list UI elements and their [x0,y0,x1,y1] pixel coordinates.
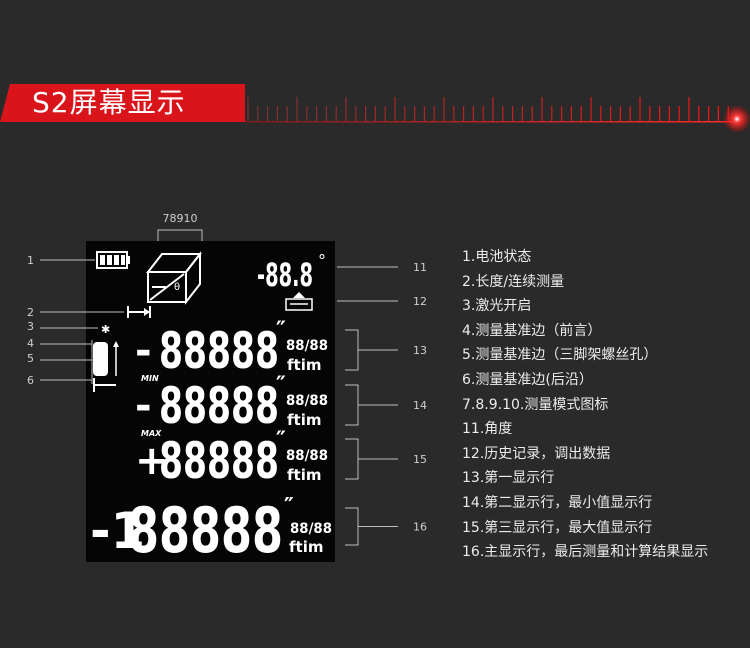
svg-text:θ: θ [174,282,180,293]
callout-bracket [345,438,359,480]
callout-bracket [345,507,359,546]
legend-item: 14.第二显示行，最小值显示行 [462,494,653,511]
callout-number: 13 [413,344,427,357]
length-icon [127,306,151,318]
legend-item: 3.激光开启 [462,298,532,315]
legend-item: 2.长度/连续测量 [462,273,565,290]
inch-mark-icon: ″ [276,428,286,453]
legend-item: 11.角度 [462,421,513,438]
row-digits: 88888 [128,494,283,567]
row-sign: + [135,438,169,484]
left-callout: 3 [27,320,98,333]
legend-item: 4.测量基准边（前言） [462,322,602,339]
ruler-ticks [247,97,729,121]
callout-number: 3 [27,320,34,333]
right-callout: 13 [345,329,427,371]
callout-number: 12 [413,295,427,308]
row-sign: -1 [90,502,145,560]
battery-icon [96,251,130,269]
row-small-digits: 88/88 [286,393,328,409]
legend-item: 16.主显示行，最后测量和计算结果显示 [462,544,709,561]
row-tag: MIN [141,374,159,383]
callout-number: 16 [413,521,427,534]
left-callout: 5 [27,352,92,365]
callout-number: 2 [27,306,34,319]
row-small-digits: 88/88 [286,338,328,354]
left-callout: 2 [27,306,124,319]
row-digits: 88888 [159,377,279,435]
left-callout: 6 [27,374,92,387]
measure-mode-icon: θ [145,251,203,305]
lcd-row: -88888″88/88 ftim MIN [135,373,328,435]
callout-bracket [345,384,359,426]
header-banner [0,84,245,122]
laser-star-icon: ✱ [101,323,110,336]
ruler-baseline [245,121,738,123]
legend-item: 5.测量基准边（三脚架螺丝孔） [462,347,658,364]
history-icon [285,292,313,311]
legend-item: 12.历史记录，调出数据 [462,445,611,462]
inch-mark-icon: ″ [276,373,286,398]
row-unit: ftim [289,538,323,556]
callout-number: 14 [413,399,427,412]
row-digits: 88888 [159,432,279,490]
right-callout: 12 [337,295,427,308]
device-reference-icon [93,342,116,392]
right-callouts: 11 12 13 14 15 16 [337,261,427,546]
laser-dot-icon [723,105,750,133]
legend-item: 13.第一显示行 [462,470,555,487]
lcd-row: -88888″88/88 ftim [135,318,328,380]
row-small-digits: 88/88 [286,448,328,464]
bracket-label: 78910 [163,212,198,225]
angle-readout: -88.8 [257,256,313,294]
row-unit: ftim [287,411,321,429]
lcd-row: +88888″88/88 ftim MAX [135,428,328,490]
lcd-rows: -88888″88/88ftim-88888″88/88ftimMIN+8888… [90,318,332,567]
legend-list: 1.电池状态 2.长度/连续测量 3.激光开启 4.测量基准边（前言） 5.测量基准边（… [462,245,708,565]
inch-mark-icon: ″ [276,318,286,343]
row-digits: 88888 [159,322,279,380]
right-callout: 15 [345,438,427,480]
callout-bracket [345,329,359,371]
right-callout: 14 [345,384,427,426]
angle-unit: ° [318,251,326,270]
legend-item: 6.测量基准边(后沿） [462,371,593,388]
callout-number: 1 [27,254,34,267]
row-unit: ftim [287,356,321,374]
header-title: S2屏幕显示 [32,86,186,119]
callout-number: 5 [27,352,34,365]
callout-number: 6 [27,374,34,387]
left-callout: 4 [27,337,92,350]
bracket-line [157,229,203,241]
left-callout: 1 [27,254,95,267]
callout-number: 4 [27,337,34,350]
legend-item: 15.第三显示行，最大值显示行 [462,519,653,536]
row-tag: MAX [141,429,162,438]
row-sign: - [135,328,152,374]
row-small-digits: 88/88 [290,521,332,537]
inch-mark-icon: ″ [284,495,294,520]
arrow-head-icon [113,341,119,347]
callout-number: 15 [413,453,427,466]
right-callout: 11 [337,261,427,274]
row-unit: ftim [287,466,321,484]
row-sign: - [135,383,152,429]
right-callout: 16 [345,507,427,546]
lcd-panel [86,241,335,562]
legend-item: 1.电池状态 [462,249,532,265]
legend-item: 7.8.9.10.测量模式图标 [462,396,609,413]
callout-number: 11 [413,261,427,274]
